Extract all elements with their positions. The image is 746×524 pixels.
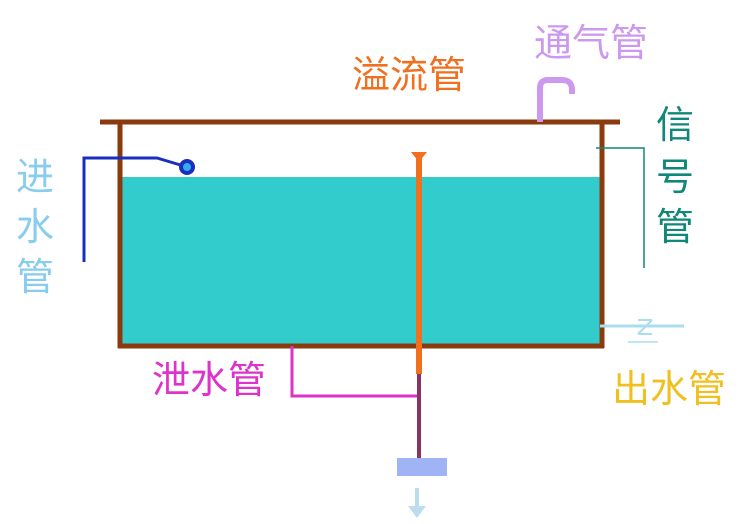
overflow-pipe (411, 152, 427, 374)
outlet-pipe (600, 319, 684, 343)
inlet-pipe-label-1: 进 (16, 155, 54, 199)
inlet-pipe-label-3: 管 (16, 255, 54, 299)
drain-pipe (290, 346, 419, 398)
outlet-pipe-label: 出水管 (612, 367, 726, 411)
valve-icon (637, 319, 653, 335)
signal-pipe-label-3: 管 (656, 205, 694, 249)
overflow-pipe-label: 溢流管 (352, 53, 466, 97)
signal-pipe (596, 147, 645, 268)
water-body (122, 177, 600, 344)
down-arrow-icon (408, 488, 426, 518)
inlet-pipe-label-2: 水 (16, 205, 54, 249)
drain-pipe-label: 泄水管 (152, 358, 266, 402)
sump-box (397, 458, 447, 476)
inlet-pipe (82, 156, 195, 262)
vent-pipe (537, 77, 575, 122)
signal-pipe-label-1: 信 (656, 103, 694, 147)
signal-pipe-label-2: 号 (656, 155, 694, 199)
vent-pipe-label: 通气管 (534, 21, 648, 65)
